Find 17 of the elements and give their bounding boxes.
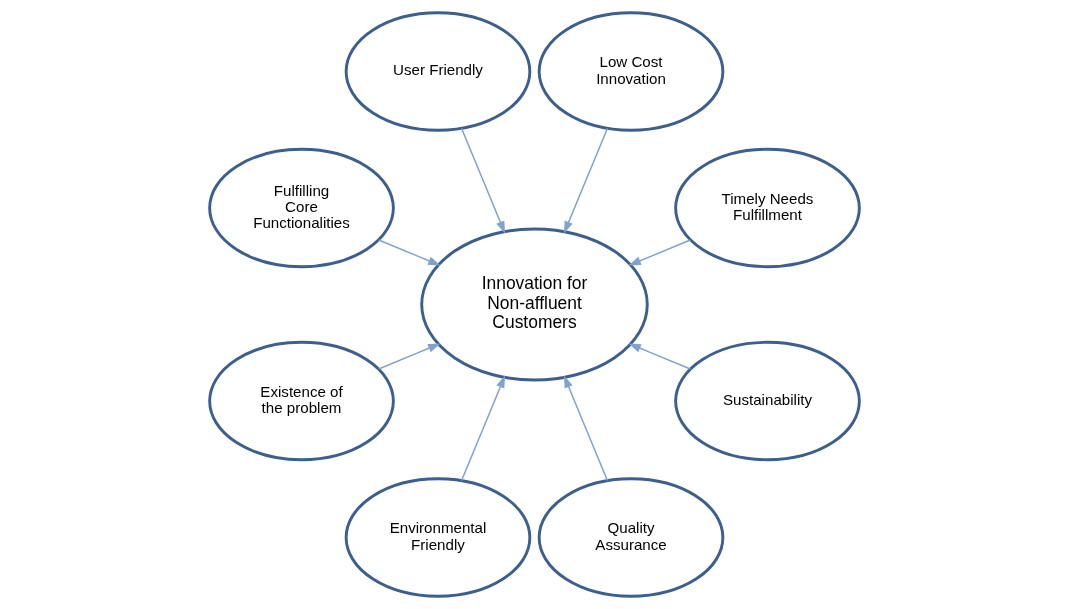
arrow bbox=[628, 239, 691, 266]
arrow bbox=[377, 343, 440, 370]
node-ellipse: Low Cost Innovation bbox=[537, 11, 724, 132]
node-ellipse: Existence of the problem bbox=[207, 340, 395, 462]
arrow bbox=[377, 239, 440, 266]
node-ellipse: Fulfilling Core Functionalities bbox=[207, 147, 395, 269]
arrow bbox=[563, 127, 608, 234]
node-ellipse: Innovation for Non-affluent Customers bbox=[419, 227, 649, 382]
node-ellipse: Environmental Friendly bbox=[344, 477, 531, 598]
arrow bbox=[460, 375, 505, 482]
node-ellipse: Timely Needs Fulfillment bbox=[673, 147, 861, 269]
arrow bbox=[563, 375, 608, 482]
arrow bbox=[628, 343, 691, 370]
node-ellipse: Sustainability bbox=[673, 340, 861, 462]
arrow bbox=[460, 127, 505, 234]
node-ellipse: Quality Assurance bbox=[537, 477, 724, 598]
node-ellipse: User Friendly bbox=[344, 11, 531, 132]
